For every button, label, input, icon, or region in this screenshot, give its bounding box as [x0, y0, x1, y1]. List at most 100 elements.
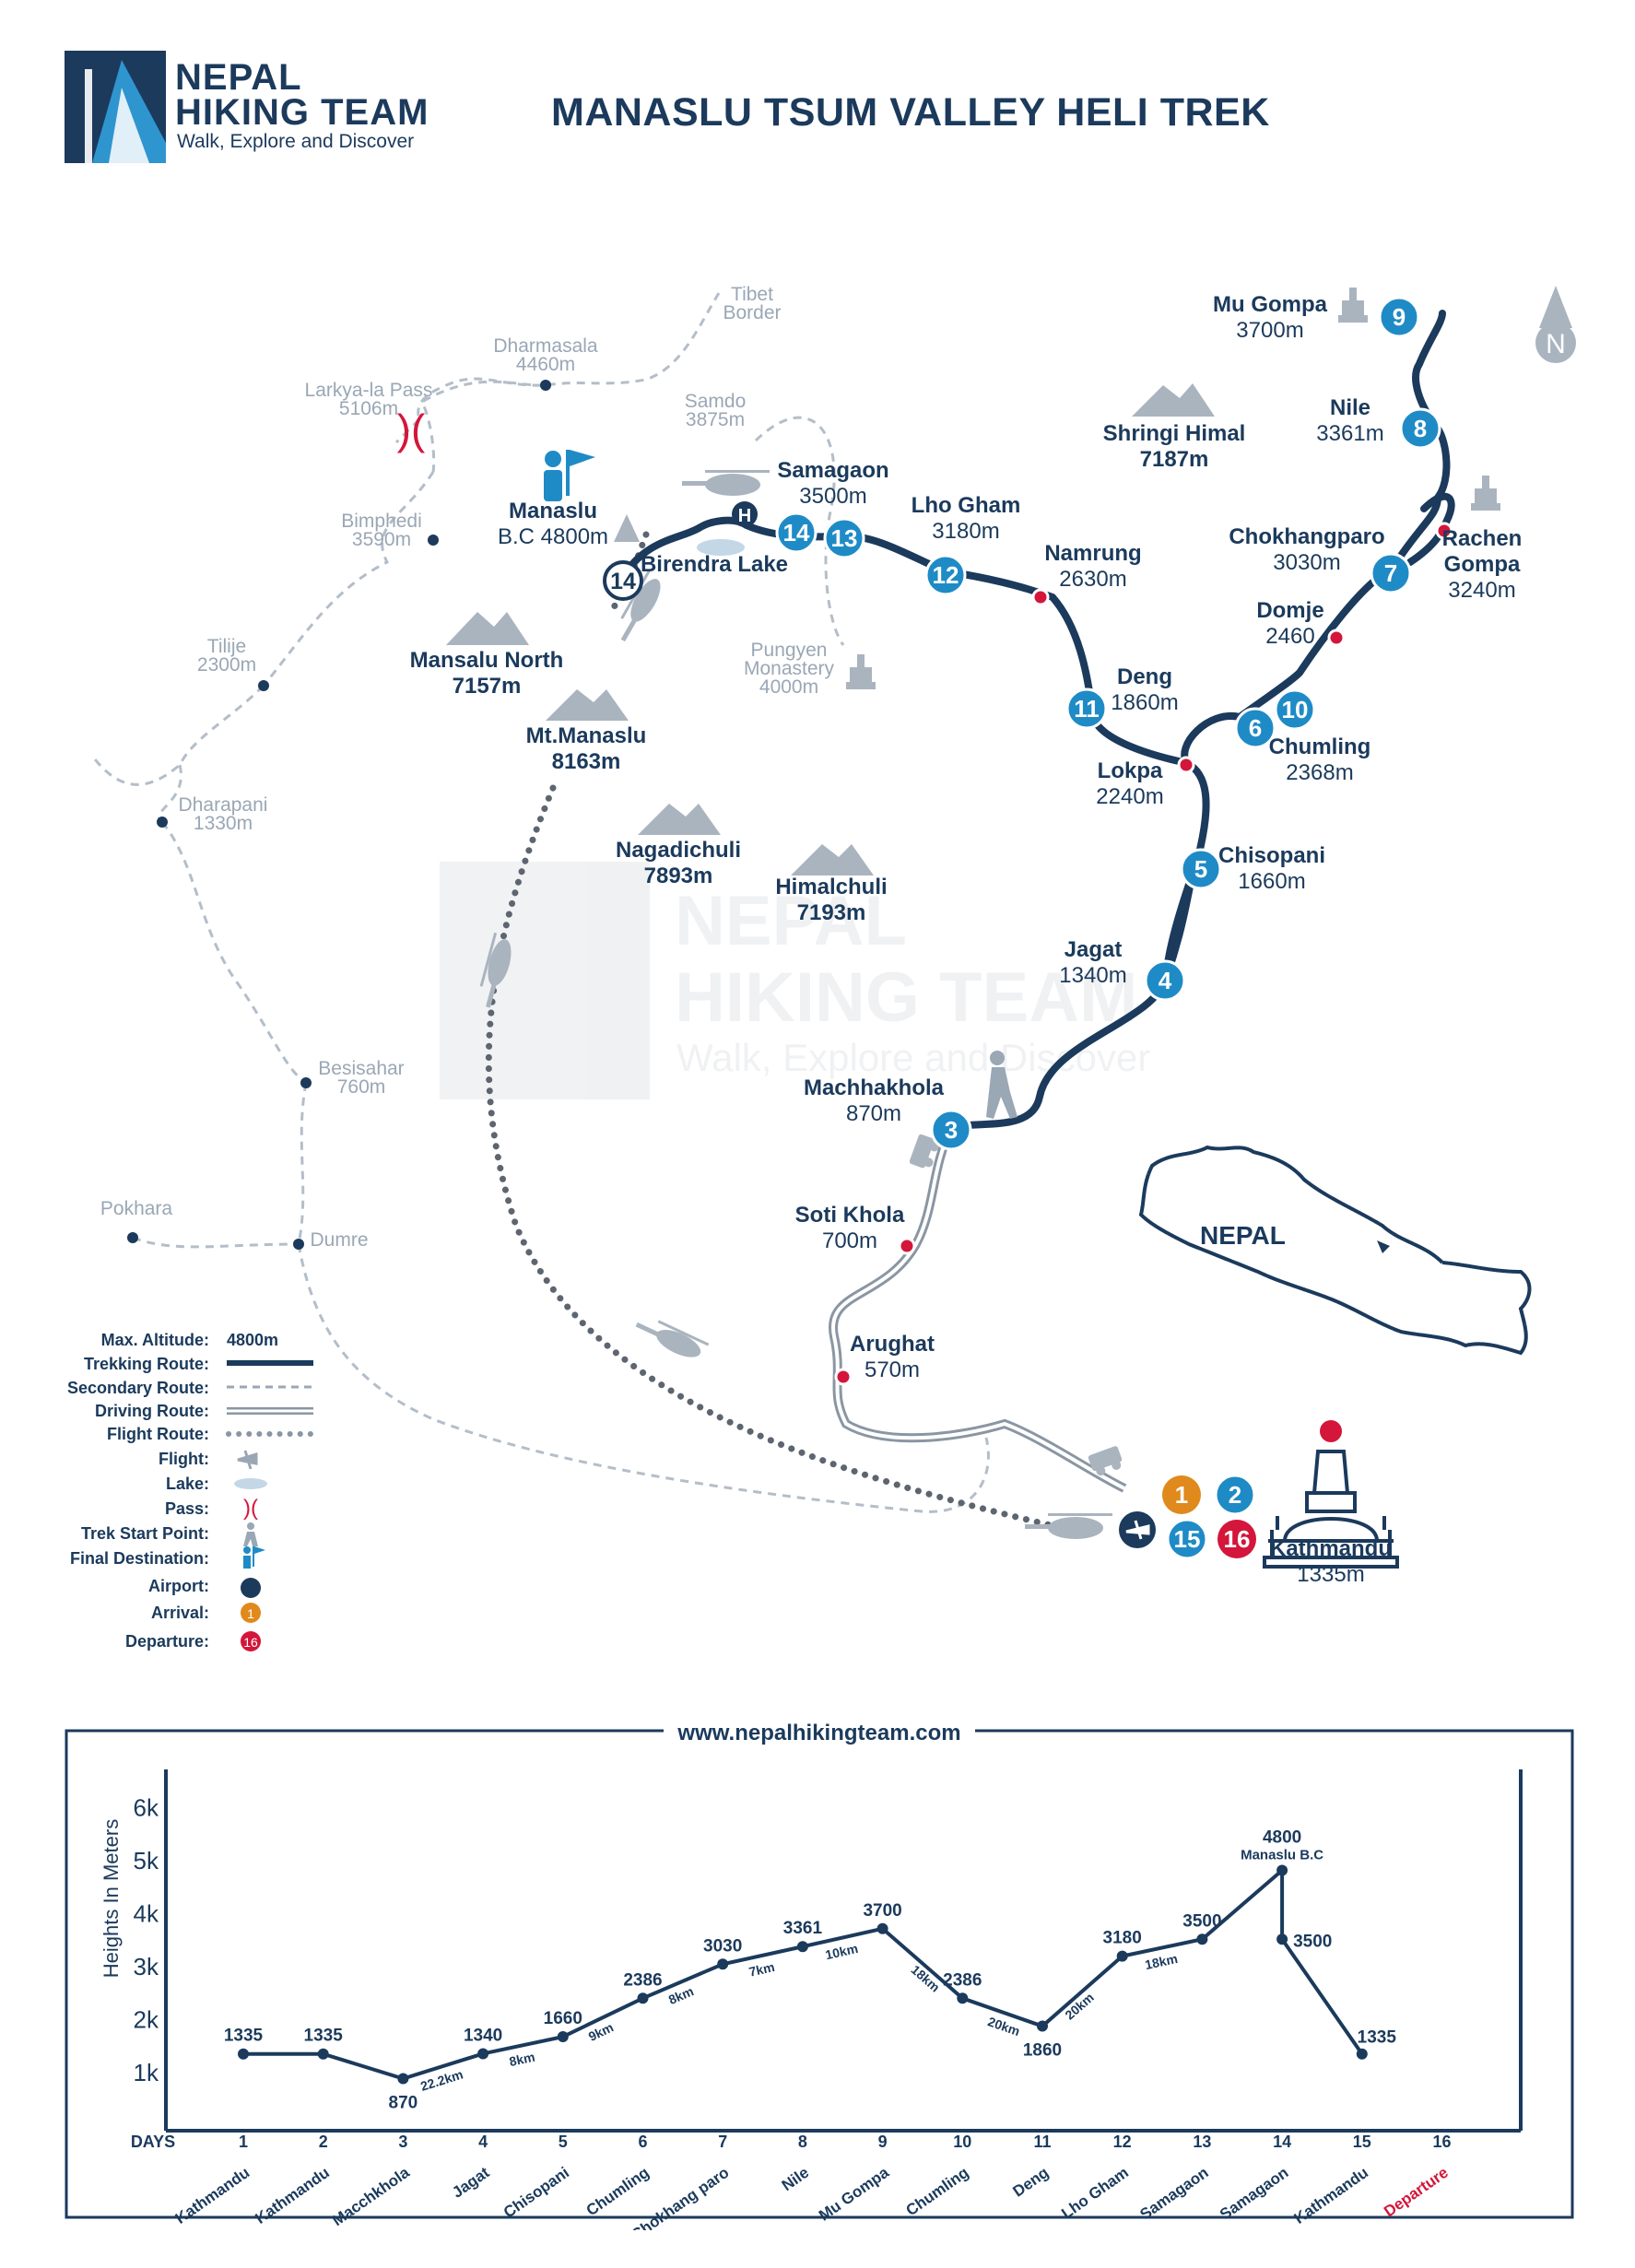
peak-name: Himalchuli [775, 875, 887, 899]
place-altitude: 3700m [1236, 318, 1303, 343]
x-tick-label: 1 [239, 2133, 248, 2151]
pass-icon: )( [243, 1496, 258, 1521]
x-place-label: Chumling [583, 2164, 653, 2220]
secondary-town-dots [127, 380, 551, 1250]
day-marker-label: 3 [945, 1116, 958, 1144]
day-marker [1378, 296, 1420, 338]
tent-icon [614, 514, 640, 542]
secondary-place-name: Pungyen [751, 640, 828, 661]
day-marker [1144, 959, 1186, 1002]
x-tick-label: 5 [559, 2133, 568, 2151]
elevation-point-label: 4800 [1263, 1828, 1301, 1848]
secondary-place-name: Dharmasala [493, 335, 598, 357]
x-place-label: Samagaon [1217, 2164, 1291, 2224]
peak-name: Nagadichuli [616, 838, 741, 863]
page-title: MANASLU TSUM VALLEY HELI TREK [551, 90, 1270, 135]
elevation-point-label: 3180 [1103, 1929, 1142, 1948]
legend-item-label: Final Destination: [70, 1549, 209, 1568]
mountain-icon [1132, 383, 1215, 417]
peak-altitude: 7893m [644, 864, 713, 888]
kathmandu-stupa-icon [1263, 1420, 1399, 1569]
elevation-chart: www.nepalhikingteam.com Heights In Meter… [65, 1721, 1574, 2230]
elevation-point-label: 1335 [224, 2027, 264, 2046]
place-name: Mu Gompa [1213, 292, 1328, 317]
elevation-point [477, 2048, 489, 2060]
place-name: Lho Gham [912, 493, 1021, 518]
x-place-label: Mu Gompa [816, 2163, 892, 2224]
y-tick-label: 3k [134, 1953, 159, 1980]
elevation-point [957, 1992, 969, 2004]
place-altitude: 2240m [1096, 784, 1163, 809]
place-altitude: 2630m [1059, 567, 1126, 592]
place-altitude: 2460 [1265, 624, 1314, 649]
place-name: Jagat [1065, 937, 1123, 962]
secondary-place-altitude: 4460m [516, 354, 575, 375]
place-altitude: 3030m [1273, 550, 1340, 575]
y-tick-label: 4k [134, 1900, 159, 1928]
arrival-badge-label: 1 [247, 1606, 254, 1621]
day-marker [1274, 688, 1316, 731]
legend-max-altitude-label: Max. Altitude: [101, 1331, 209, 1349]
legend-item-label: Trek Start Point: [81, 1524, 209, 1543]
place-altitude: 870m [846, 1101, 901, 1126]
elevation-point-label: 2386 [943, 1970, 982, 1990]
place-name: Machhakhola [804, 1075, 945, 1100]
legend-item-label: Airport: [148, 1577, 209, 1595]
day-marker [930, 1109, 972, 1151]
day-marker [924, 554, 967, 596]
brand-name-line1: NEPAL [175, 57, 302, 98]
x-tick-label: 3 [398, 2133, 407, 2151]
distance-label: 18km [1144, 1951, 1179, 1972]
x-tick-label: 15 [1353, 2133, 1371, 2151]
day-marker-label: 14 [783, 519, 810, 546]
chart-frame [65, 1729, 1574, 2219]
helipad-label: H [738, 506, 751, 526]
brand-tagline: Walk, Explore and Discover [177, 131, 415, 152]
peak-name: Mt.Manaslu [526, 723, 647, 748]
elevation-point-label: 1335 [1358, 2028, 1397, 2048]
day-marker-label: 4 [1159, 967, 1172, 994]
day-marker-label: 6 [1249, 714, 1262, 742]
departure-badge [241, 1631, 261, 1651]
place-altitude: 700m [822, 1228, 877, 1253]
elevation-point [637, 1992, 649, 2004]
day-marker [1180, 848, 1222, 890]
day-marker [1214, 1474, 1256, 1516]
day-marker-label: 5 [1194, 855, 1207, 883]
legend-max-altitude-value: 4800m [227, 1331, 278, 1349]
elevation-point-label: 1860 [1023, 2041, 1062, 2061]
elevation-point-label: 1335 [304, 2027, 344, 2046]
header: NEPAL HIKING TEAM Walk, Explore and Disc… [0, 0, 1635, 184]
brand-name-line2: HIKING TEAM [175, 92, 429, 133]
watermark-line1: NEPAL [675, 882, 907, 960]
legend-item-label: Arrival: [151, 1604, 209, 1622]
elevation-point [317, 2048, 329, 2060]
legend-item-label: Trekking Route: [84, 1355, 209, 1373]
x-tick-label: 8 [798, 2133, 807, 2151]
inset-location-marker [1377, 1240, 1390, 1253]
place-altitude: B.C 4800m [498, 524, 608, 549]
elevation-point [1276, 1933, 1288, 1945]
legend-item-label: Flight: [159, 1450, 209, 1468]
mountain-logo-icon [65, 51, 166, 163]
secondary-place-altitude: 760m [337, 1076, 386, 1098]
x-tick-label: 4 [478, 2133, 488, 2151]
legend: Max. Altitude: 4800m Trekking Route:Seco… [67, 1331, 316, 1651]
x-place-label: Lho Gham [1058, 2164, 1132, 2223]
y-tick-label: 2k [134, 2006, 159, 2034]
compass: N [1535, 286, 1576, 363]
day-marker [1370, 552, 1412, 594]
peak-caption: Manaslu B.C [1241, 1848, 1323, 1863]
driving-route [828, 1125, 1127, 1493]
nepal-inset-map [1138, 1145, 1532, 1356]
day-marker-label: 8 [1414, 415, 1427, 442]
elevation-point [397, 2073, 409, 2085]
place-altitude: 3240m [1448, 578, 1515, 603]
x-place-label: Macchkhola [329, 2163, 413, 2229]
secondary-place-altitude: 5106m [339, 398, 398, 419]
elevation-point-label: 3500 [1182, 1911, 1221, 1931]
x-place-label: Jagat [449, 2164, 493, 2202]
day-marker-label: 12 [933, 561, 959, 589]
